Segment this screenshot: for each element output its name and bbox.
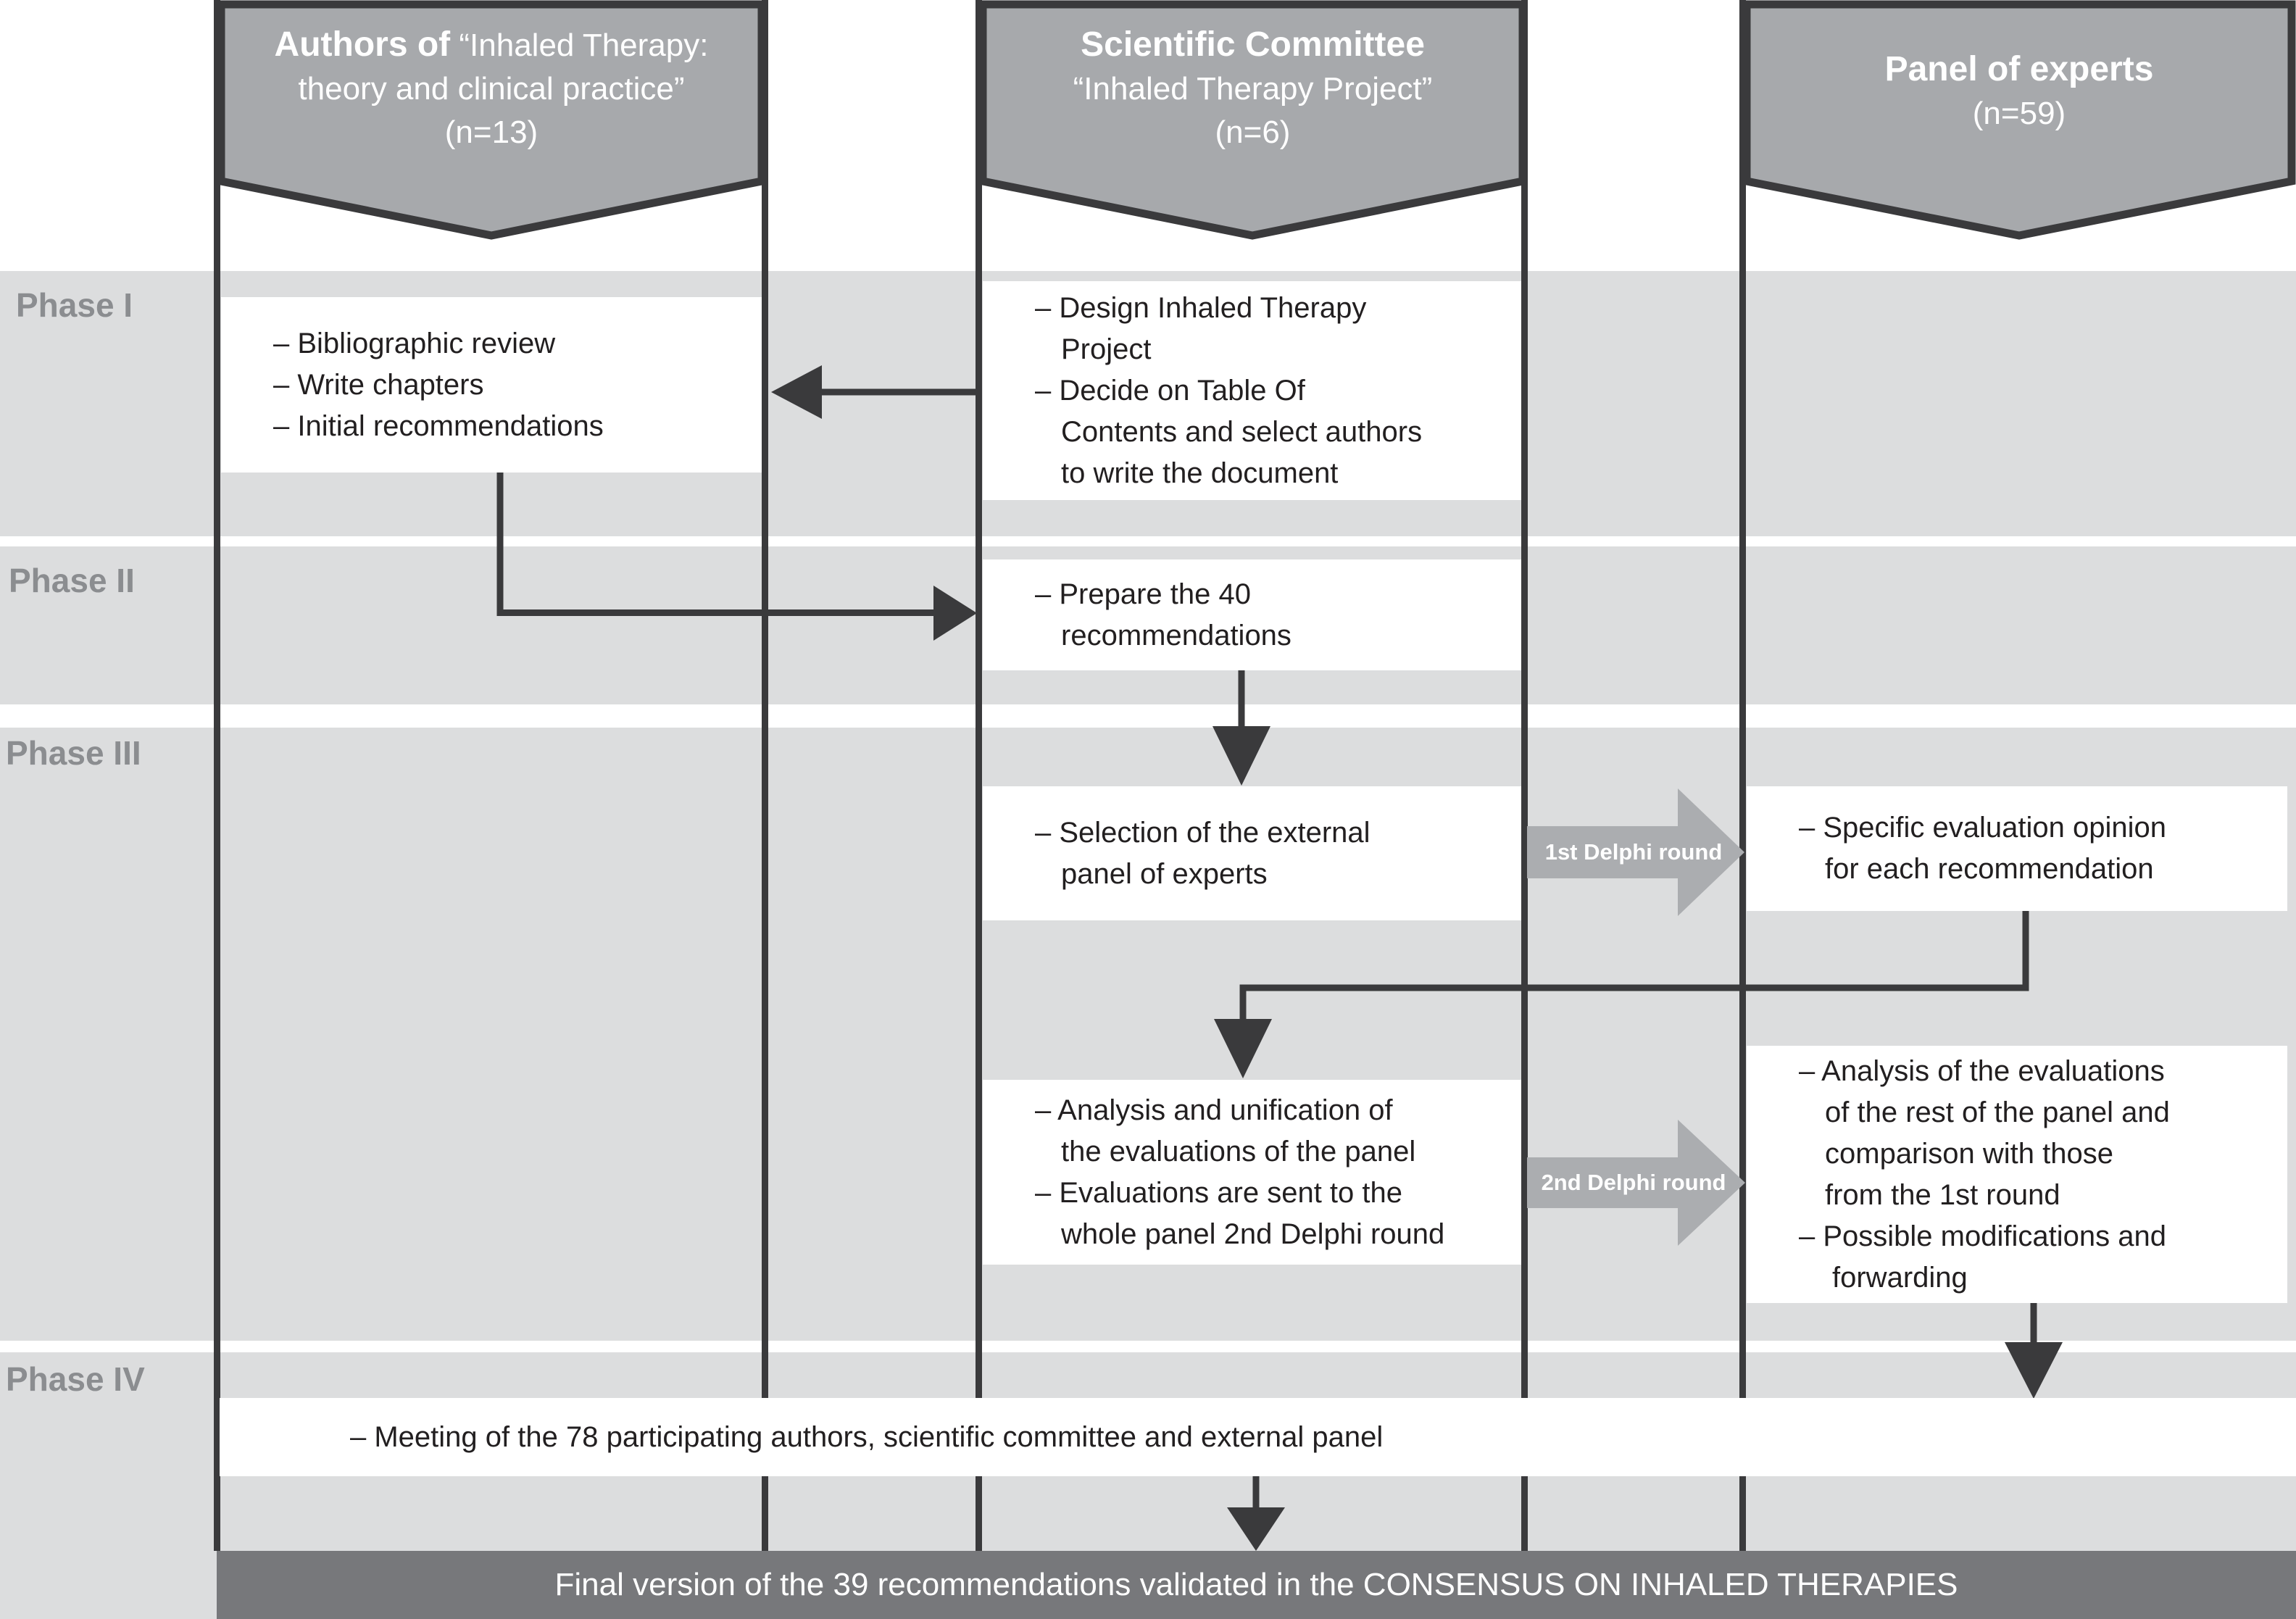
banner-panel-of-experts-shape [1742, 0, 2296, 240]
specific-evaluation-box: – Specific evaluation opinion for each r… [1747, 786, 2287, 911]
column-1-left-divider [214, 0, 220, 1551]
column-3-left-divider [1739, 0, 1746, 1551]
first-delphi-round-arrow [1527, 788, 1744, 916]
prepare-recommendations-box: – Prepare the 40 recommendations [983, 559, 1521, 670]
banner-scientific-committee-shape [978, 0, 1527, 240]
selection-panel-box: – Selection of the external panel of exp… [983, 786, 1521, 920]
column-2-right-divider [1521, 0, 1528, 1551]
banner-authors-title: Authors of “Inhaled Therapy: theory and … [274, 25, 709, 150]
second-delphi-round-label: 2nd Delphi round [1541, 1170, 1726, 1195]
banner-scientific-committee-title: Scientific Committee “Inhaled Therapy Pr… [1073, 25, 1433, 150]
column-2-left-divider [976, 0, 982, 1551]
banner-panel-of-experts-title: Panel of experts (n=59) [1884, 50, 2154, 131]
design-project-box: – Design Inhaled Therapy Project – Decid… [983, 281, 1521, 500]
meeting-box: – Meeting of the 78 participating author… [220, 1398, 2296, 1476]
arrow-authors-to-prepare [496, 473, 977, 641]
banner-scientific-committee: Scientific Committee “Inhaled Therapy Pr… [978, 0, 1527, 246]
second-delphi-round-arrow [1527, 1120, 1745, 1246]
panel-analysis-box: – Analysis of the evaluations of the res… [1747, 1046, 2287, 1303]
banner-authors: Authors of “Inhaled Therapy: theory and … [217, 0, 766, 246]
first-delphi-round-label: 1st Delphi round [1544, 839, 1723, 865]
arrow-meeting-to-final [1227, 1476, 1285, 1551]
banner-panel-of-experts: Panel of experts (n=59) [1742, 0, 2296, 246]
arrow-prepare-to-selection [1213, 670, 1270, 786]
final-version-bar: Final version of the 39 recommendations … [217, 1551, 2296, 1619]
analysis-unification-box: – Analysis and unification of the evalua… [983, 1080, 1521, 1265]
phase-iii-label: Phase III [6, 734, 141, 772]
phase-iv-label: Phase IV [6, 1360, 145, 1398]
arrow-specific-to-analysis [1214, 911, 2029, 1078]
phase-ii-label: Phase II [9, 562, 135, 599]
column-1-right-divider [762, 0, 768, 1551]
arrow-panel-to-meeting [2005, 1303, 2063, 1399]
authors-tasks-box: – Bibliographic review – Write chapters … [221, 297, 762, 473]
arrow-committee-to-authors [771, 365, 978, 419]
phase-i-label: Phase I [16, 286, 133, 324]
banner-authors-shape [217, 0, 766, 240]
